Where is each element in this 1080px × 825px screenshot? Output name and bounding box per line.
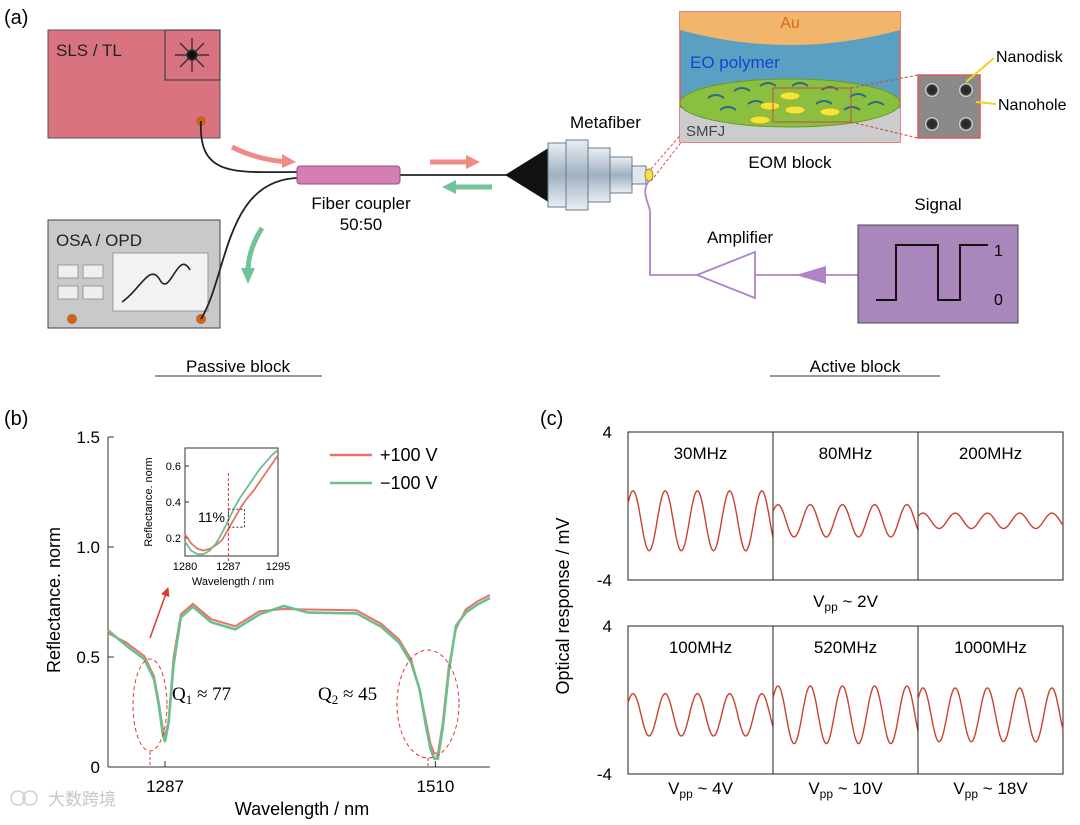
analyzer-box: OSA / OPD xyxy=(47,219,221,329)
response-freq-label: 80MHz xyxy=(819,444,873,463)
watermark: 大数跨境 xyxy=(10,790,116,809)
response-y-max: 4 xyxy=(603,617,612,636)
inset-y-tick-label: 0.4 xyxy=(166,497,181,509)
spectrum-x-tick-label: 1510 xyxy=(417,777,455,796)
fiber-analyzer xyxy=(200,177,301,320)
panel-label-c: (c) xyxy=(540,408,563,430)
spectrum-y-tick-label: 1.0 xyxy=(76,538,100,557)
signal-arrow-icon xyxy=(796,266,826,284)
arrow-analyzer-icon xyxy=(245,226,265,273)
response-freq-label: 520MHz xyxy=(814,638,877,657)
response-trace xyxy=(772,685,919,745)
inset-series-minus xyxy=(184,449,279,556)
response-y-min: -4 xyxy=(597,571,612,590)
response-panel xyxy=(917,625,1064,775)
inset-x-tick-label: 1287 xyxy=(216,561,240,573)
eom-block-label: EOM block xyxy=(748,153,832,172)
inset-delta-box xyxy=(227,508,245,528)
source-label: SLS / TL xyxy=(56,41,122,60)
nanohole-label: Nanohole xyxy=(998,97,1067,114)
resonance-1-marker xyxy=(132,658,168,752)
inset-y-label: Reflectance. norm xyxy=(143,457,155,546)
spectrum-y-tick-label: 1.5 xyxy=(76,428,100,447)
response-freq-label: 1000MHz xyxy=(954,638,1027,657)
inset-x-tick-label: 1295 xyxy=(266,561,290,573)
response-panel xyxy=(917,431,1064,581)
vpp-label: Vpp ~ 2V xyxy=(813,592,879,614)
watermark-text: 大数跨境 xyxy=(48,790,116,809)
response-trace xyxy=(772,503,919,538)
response-trace xyxy=(627,692,774,737)
q2-annotation: Q2 ≈ 45 xyxy=(318,684,377,707)
coupler-label: Fiber coupler xyxy=(311,194,411,213)
legend-label: −100 V xyxy=(380,473,438,493)
spectrum-x-tick-label: 1287 xyxy=(146,777,184,796)
inset-series-plus xyxy=(184,454,279,552)
panel-label-a: (a) xyxy=(4,7,28,29)
response-trace xyxy=(627,489,774,552)
response-freq-label: 30MHz xyxy=(674,444,728,463)
metafiber-label: Metafiber xyxy=(570,113,641,132)
panel-label-b: (b) xyxy=(4,408,28,430)
response-y-label: Optical response / mV xyxy=(553,517,573,694)
inset-y-tick-label: 0.6 xyxy=(166,461,181,473)
spectrum-y-tick-label: 0.5 xyxy=(76,648,100,667)
eom-au-label: Au xyxy=(780,15,800,32)
vpp-label: Vpp ~ 10V xyxy=(808,779,883,801)
coupler-ratio: 50:50 xyxy=(340,215,383,234)
q1-annotation: Q1 ≈ 77 xyxy=(172,684,231,707)
response-freq-label: 200MHz xyxy=(959,444,1022,463)
fiber-coupler-icon xyxy=(296,165,401,185)
analyzer-label: OSA / OPD xyxy=(56,231,142,250)
eom-block: Au EO polymer SMFJ xyxy=(679,11,901,143)
signal-low-label: 0 xyxy=(994,292,1003,309)
eom-smfj-label: SMFJ xyxy=(686,123,725,140)
amplifier-label: Amplifier xyxy=(707,228,773,247)
response-trace xyxy=(917,687,1064,743)
analyzer-knob-icon xyxy=(67,314,77,324)
vpp-label: Vpp ~ 18V xyxy=(953,779,1028,801)
amplifier-icon xyxy=(694,250,756,300)
metafiber-connector-icon xyxy=(505,139,654,211)
fiber-source xyxy=(200,120,301,174)
resonance-2-marker xyxy=(396,649,460,759)
response-freq-label: 100MHz xyxy=(669,638,732,657)
arrow-source-forward-icon xyxy=(230,144,289,165)
inset-annotation: 11% xyxy=(198,509,225,525)
response-y-min: -4 xyxy=(597,765,612,784)
spectrum-series-minus xyxy=(107,596,491,760)
response-trace xyxy=(917,512,1064,530)
response-y-max: 4 xyxy=(603,423,612,442)
inset-y-tick-label: 0.2 xyxy=(166,533,181,545)
spectrum-y-label: Reflectance. norm xyxy=(44,527,64,673)
signal-high-label: 1 xyxy=(994,243,1003,260)
inset-x-label: Wavelength / nm xyxy=(192,576,274,588)
spectrum-series-plus xyxy=(107,594,491,755)
vpp-label: Vpp ~ 4V xyxy=(668,779,734,801)
active-block-label: Active block xyxy=(810,357,901,376)
nanodisk-label: Nanodisk xyxy=(996,49,1064,66)
spectrum-y-tick-label: 0 xyxy=(91,758,100,777)
passive-block-label: Passive block xyxy=(186,357,290,376)
source-box: SLS / TL xyxy=(47,29,221,139)
optical-response-chart: Optical response / mV 4 -4 30MHz 80MHz 200MHz… xyxy=(553,423,1064,801)
source-starburst-icon xyxy=(175,38,209,72)
spectrum-x-label: Wavelength / nm xyxy=(235,799,369,819)
analyzer-trace-icon xyxy=(121,263,191,303)
nanostructure-micrograph xyxy=(917,74,981,139)
inset-arrow xyxy=(149,587,170,639)
legend-label: +100 V xyxy=(380,445,438,465)
electrical-line xyxy=(644,180,697,276)
inset-x-tick-label: 1280 xyxy=(173,561,197,573)
signal-box: 1 0 xyxy=(857,224,1019,324)
square-wave-icon xyxy=(876,244,988,301)
eom-polymer-label: EO polymer xyxy=(690,53,780,72)
signal-label: Signal xyxy=(914,195,961,214)
